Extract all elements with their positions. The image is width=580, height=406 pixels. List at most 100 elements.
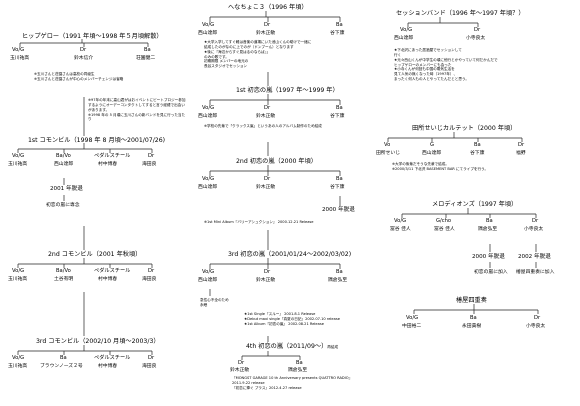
initial2-title: 2nd 初恋の嵐（2000 年頃） xyxy=(236,158,317,165)
initial1-note: ※学校の先輩で「クラックス嵐」というあの人のアルバム制作のため結成 xyxy=(204,124,322,128)
member-role: G xyxy=(430,142,435,148)
member-name: 小寺良太 xyxy=(526,324,546,329)
member-name: 海田良 xyxy=(142,277,157,282)
member-name: 鈴木正敏 xyxy=(256,185,276,190)
member-role: Ba/Vo xyxy=(56,153,71,159)
member-role: Dr xyxy=(534,315,541,321)
initial1-title: 1st 初恋の嵐（1997 年〜1999 年） xyxy=(236,87,339,94)
member-role: Dr xyxy=(474,27,481,33)
member-role: Dr xyxy=(148,268,155,274)
member-name: 中田裕二 xyxy=(402,324,422,329)
member-name: ブラウンノーズ２号 xyxy=(40,364,83,369)
event-label: 椿屋四重奏に加入 xyxy=(516,270,555,275)
member-name: 玉川祐高 xyxy=(8,277,28,282)
member-role: Vo/G xyxy=(202,269,215,275)
member-role: ペダルスチール xyxy=(94,268,131,274)
member-name: 海田良 xyxy=(142,364,157,369)
member-role: Vo/G xyxy=(394,218,407,224)
member-role: G/cho xyxy=(436,218,452,224)
member-role: Dr xyxy=(518,142,525,148)
member-role: Vo/G xyxy=(12,153,25,159)
member-name: 福野 xyxy=(516,151,526,156)
member-role: Vo/G xyxy=(406,315,419,321)
member-role: Vo/G xyxy=(400,27,413,33)
member-role: Vo/G xyxy=(12,268,25,274)
hipgellow-note: ※玉川さんと荘園さんは高校の同級生 ※玉川さんと荘園さんが中心のメンバーチェンジ… xyxy=(34,72,124,81)
comobil3-title: 3rd コモンビル（2002/10 月頃〜2003/3） xyxy=(36,338,160,345)
member-role: Vo/G xyxy=(202,105,215,111)
member-name: 鈴木正敏 xyxy=(256,31,276,36)
member-role: Ba xyxy=(336,105,343,111)
member-role: Ba xyxy=(336,22,343,28)
member-role: Dr xyxy=(148,153,155,159)
tsubaki-title: 椿屋四重奏 xyxy=(456,297,487,304)
event-label: 2000 年脱退 xyxy=(322,207,355,213)
member-role: Ba xyxy=(474,142,481,148)
member-name: 小寺良太 xyxy=(466,36,486,41)
member-name: 西山達郎 xyxy=(394,36,414,41)
member-role: Vo/G xyxy=(202,22,215,28)
member-name: 村中博春 xyxy=(98,277,118,282)
member-name: 小寺良太 xyxy=(524,227,544,232)
event-label: 2000 年脱退 xyxy=(472,254,505,260)
initial4-title-text: 4th 初恋の嵐（2011/09〜） xyxy=(246,343,328,350)
member-role: Ba xyxy=(336,269,343,275)
member-name: 鈴木正敏 xyxy=(256,278,276,283)
initial3-title: 3rd 初恋の嵐（2001/01/24〜2002/03/02) xyxy=(228,251,352,258)
member-role: Vo/G xyxy=(12,47,25,53)
event-label: 初恋の嵐に専念 xyxy=(46,203,80,208)
member-role: Vo xyxy=(384,142,391,148)
member-name: 西山達郎 xyxy=(198,185,218,190)
henachoko-note: ★大学入学してすぐ軽は音楽の道場にいた池山くんの助けで一緒に 結成したのがなのに… xyxy=(204,40,312,69)
member-name: 谷下康 xyxy=(470,151,485,156)
member-role: Vo/G xyxy=(12,355,25,361)
member-role: Dr xyxy=(264,176,271,182)
member-name: 西山達郎 xyxy=(54,162,74,167)
comobil2-title: 2nd コモンビル（2001 年秋頃） xyxy=(48,251,142,258)
taniboku-note: ※大学の後輩だそうな先輩で結成。 ※2000/3/11 下北沢 BASEMENT… xyxy=(392,162,489,171)
member-role: Dr xyxy=(532,218,539,224)
member-name: 永田貴樹 xyxy=(462,324,482,329)
member-role: Dr xyxy=(238,360,245,366)
initial3-note: ★1st Single『スルー』 2001.8.1 Release ★Debut… xyxy=(244,312,340,326)
taniboku-title: 田所せいじカルテット（2000 年頃） xyxy=(412,125,517,132)
member-name: 鈴木正敏 xyxy=(256,114,276,119)
comobil1-title: 1st コモンビル（1998 年 8 月頃〜2001/07/26) xyxy=(28,137,166,144)
member-role: Ba xyxy=(60,355,67,361)
member-name: 土谷有明 xyxy=(54,277,74,282)
member-name: 玉川祐高 xyxy=(8,364,28,369)
melodions-title: メロディオンズ（1997 年頃） xyxy=(432,201,518,208)
session-title: セッションバンド（1996 年〜1997 年頃？） xyxy=(396,10,525,17)
member-name: 隅倉弘至 xyxy=(478,227,498,232)
member-name: 田所せいじ xyxy=(376,151,400,156)
member-name: 谷下康 xyxy=(330,31,345,36)
initial4-title-suffix: 再結成 xyxy=(327,345,339,349)
initial4-title: 4th 初恋の嵐（2011/09〜）再結成 xyxy=(246,343,338,350)
member-name: 玉川祐高 xyxy=(8,162,28,167)
member-role: Ba xyxy=(144,47,151,53)
hipgellow-history-note: ※97年の年末に高山君がはおイベントにビートプロジー参加するようにオーデーコンタ… xyxy=(88,98,186,122)
member-name: 隅倉弘至 xyxy=(328,278,348,283)
member-name: 鈴木信介 xyxy=(74,56,94,61)
member-name: 村中博春 xyxy=(98,364,118,369)
initial4-note: 『MONGST GARAGE 10 th Anniversary present… xyxy=(232,376,353,390)
member-role: Dr xyxy=(264,22,271,28)
member-name: 鈴木正敏 xyxy=(230,368,250,373)
member-role: Dr xyxy=(264,105,271,111)
event-label: 2001 年脱退 xyxy=(50,186,83,192)
member-name: 谷下康 xyxy=(330,185,345,190)
event-label: 2002 年脱退 xyxy=(518,254,551,260)
member-role: Ba xyxy=(296,360,303,366)
member-role: Ba xyxy=(486,218,493,224)
member-name: 冨谷 佳人 xyxy=(390,227,411,232)
member-name: 西山達郎 xyxy=(422,151,442,156)
session-note: ★下北沢にあった居酒屋でセッションして 行く ★元々西山くんが中学生の頃に他行と… xyxy=(394,48,498,82)
member-name: 隅倉弘至 xyxy=(288,368,308,373)
hipgellow-title: ヒップゲロー（1991 年頃〜1998 年５月頃解散） xyxy=(22,33,163,40)
member-role: ペダルスチール xyxy=(94,355,131,361)
member-role: ペダルスチール xyxy=(94,153,131,159)
member-role: Ba xyxy=(336,176,343,182)
member-role: Dr xyxy=(80,47,87,53)
member-name: 荘園健二 xyxy=(136,56,156,61)
